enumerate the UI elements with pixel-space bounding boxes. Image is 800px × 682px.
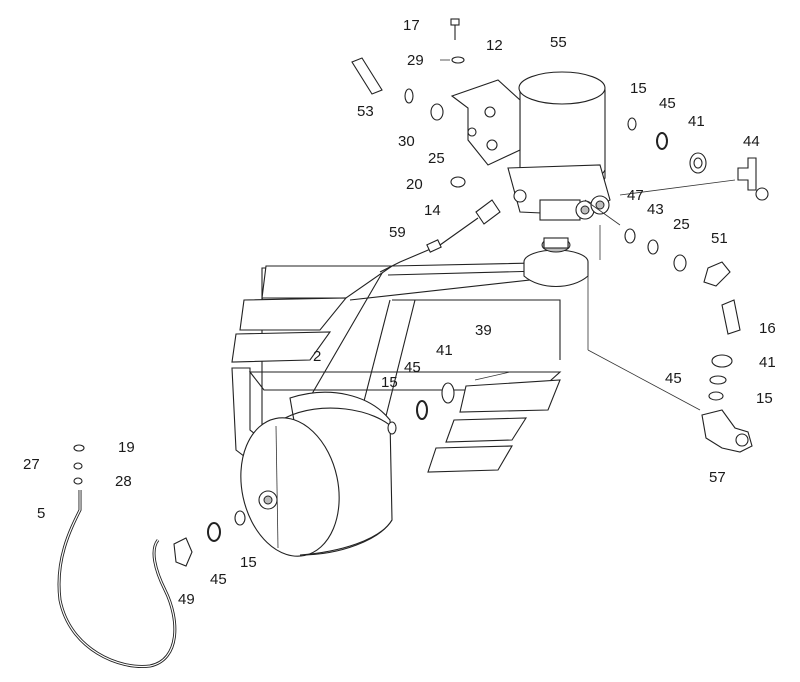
callout-27: 27 [23,456,40,473]
callout-41-right: 41 [759,354,776,371]
callout-2: 2 [313,348,322,365]
callout-39: 39 [475,322,492,339]
callout-45: 45 [659,95,676,112]
callout-19: 19 [118,439,135,456]
callout-5: 5 [37,505,46,522]
callout-15-mid: 15 [381,374,398,391]
air-tank [240,391,396,557]
callout-47: 47 [627,187,644,204]
callout-20: 20 [406,176,423,193]
small-hardware [73,18,769,567]
callout-25-right: 25 [673,216,690,233]
callout-53: 53 [357,103,374,120]
callout-30: 30 [398,133,415,150]
callout-49: 49 [178,591,195,608]
callout-15-lower: 15 [240,554,257,571]
callout-15: 15 [630,80,647,97]
callout-41-mid: 41 [436,342,453,359]
callout-14: 14 [424,202,441,219]
callout-29: 29 [407,52,424,69]
callout-16: 16 [759,320,776,337]
air-dryer [507,71,611,221]
callout-51: 51 [711,230,728,247]
callout-59: 59 [389,224,406,241]
callout-17: 17 [403,17,420,34]
callout-45-lower: 45 [210,571,227,588]
callout-57: 57 [709,469,726,486]
callout-44: 44 [743,133,760,150]
callout-55: 55 [550,34,567,51]
callout-43: 43 [647,201,664,218]
callout-41: 41 [688,113,705,130]
callout-45-right: 45 [665,370,682,387]
callout-15-right: 15 [756,390,773,407]
bracket-12 [450,79,521,166]
callout-28: 28 [115,473,132,490]
callout-12: 12 [486,37,503,54]
dryer-valve [523,237,589,287]
callout-45-mid: 45 [404,359,421,376]
mounting-bracket-straps [231,261,587,483]
leader-lines [440,59,736,411]
strap-5 [57,490,177,668]
callout-25: 25 [428,150,445,167]
